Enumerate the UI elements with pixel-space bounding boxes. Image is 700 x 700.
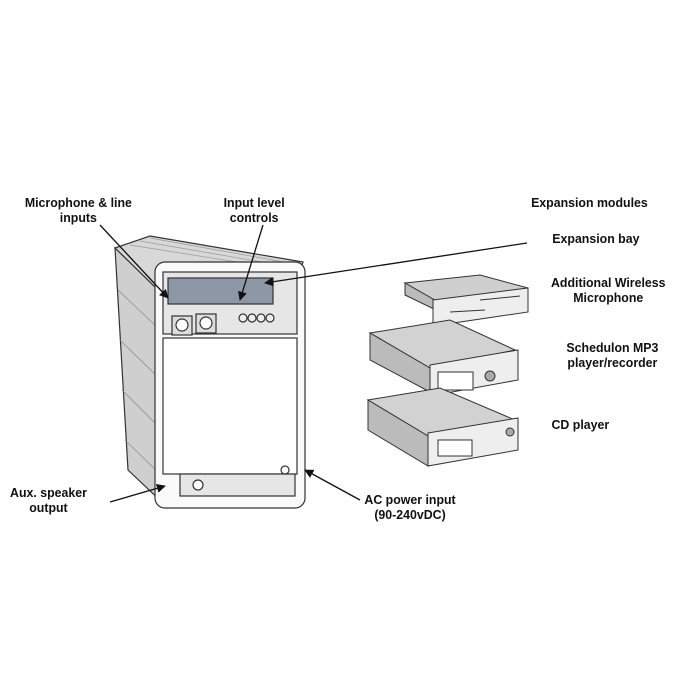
wireless-mic-module bbox=[403, 274, 529, 327]
label-line: AC power input bbox=[364, 492, 456, 507]
cd-module bbox=[366, 387, 519, 467]
label-aux-speaker-output: Aux. speaker output bbox=[10, 485, 87, 515]
label-cd-player: CD player bbox=[551, 417, 610, 432]
label-line: Additional Wireless bbox=[551, 275, 666, 290]
label-line: Microphone bbox=[573, 290, 644, 305]
label-ac-power-input: AC power input (90-240vDC) bbox=[364, 492, 455, 522]
label-line: Input level bbox=[223, 195, 285, 210]
mp3-module bbox=[368, 319, 519, 397]
label-line: Microphone & line bbox=[24, 195, 132, 210]
label-mic-line-inputs: Microphone & line inputs bbox=[25, 195, 132, 225]
label-expansion-modules: Expansion modules bbox=[531, 195, 648, 210]
label-input-level-controls: Input level controls bbox=[224, 195, 285, 225]
label-line: (90-240vDC) bbox=[374, 507, 446, 522]
label-line: player/recorder bbox=[567, 355, 658, 370]
callout-lines bbox=[99, 224, 528, 503]
label-expansion-bay: Expansion bay bbox=[552, 231, 640, 246]
label-line: Aux. speaker bbox=[10, 485, 87, 500]
cabinet bbox=[113, 235, 306, 509]
label-line: output bbox=[29, 500, 68, 515]
label-mp3-player: Schedulon MP3 player/recorder bbox=[566, 340, 658, 370]
label-wireless-mic: Additional Wireless Microphone bbox=[551, 275, 666, 305]
label-line: controls bbox=[229, 210, 279, 225]
label-line: Schedulon MP3 bbox=[566, 340, 659, 355]
label-line: inputs bbox=[59, 210, 97, 225]
